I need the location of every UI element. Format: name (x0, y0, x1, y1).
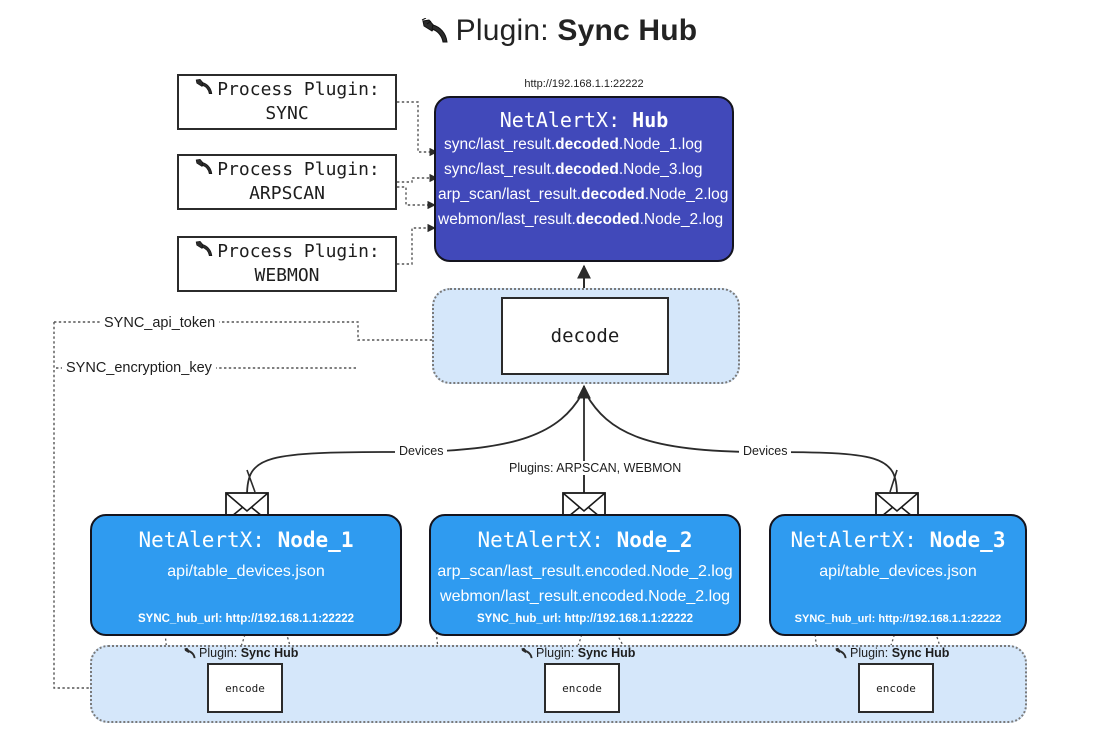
node-title-3: NetAlertX: Node_3 (790, 528, 1006, 552)
process-plugin-label: Process Plugin: (217, 78, 380, 100)
process-plugin-webmon[interactable]: Process Plugin: WEBMON (177, 236, 397, 292)
node-title-2: NetAlertX: Node_2 (477, 528, 693, 552)
encoder-caption-3: Plugin: Sync Hub (834, 646, 949, 662)
encode-box-2[interactable]: encode (544, 663, 620, 713)
encode-label-2: encode (562, 681, 602, 695)
plug-icon (194, 158, 214, 182)
page-title: Plugin: Sync Hub (0, 14, 1117, 52)
plug-icon (194, 78, 214, 102)
decode-box[interactable]: decode (501, 297, 669, 375)
encoder-caption-value-1: Sync Hub (240, 646, 299, 660)
plug-icon (520, 647, 534, 662)
edge-label-devices-left: Devices (395, 444, 448, 458)
encode-label-1: encode (225, 681, 265, 695)
plug-icon (194, 240, 214, 264)
node-title-1: NetAlertX: Node_1 (138, 528, 354, 552)
encoder-caption-2: Plugin: Sync Hub (520, 646, 635, 662)
encoder-caption-value-2: Sync Hub (577, 646, 636, 660)
encode-label-3: encode (876, 681, 916, 695)
hub-log-1: sync/last_result.decoded.Node_1.log (444, 136, 703, 153)
node-footer-3: SYNC_hub_url: http://192.168.1.1:22222 (794, 613, 1002, 625)
process-plugin-sync[interactable]: Process Plugin: SYNC (177, 74, 397, 130)
hub-log-3: arp_scan/last_result.decoded.Node_2.log (438, 186, 729, 204)
encode-box-1[interactable]: encode (207, 663, 283, 713)
edge-label-plugins-center: Plugins: ARPSCAN, WEBMON (505, 461, 686, 475)
node-line-2-1: arp_scan/last_result.encoded.Node_2.log (437, 563, 733, 580)
hub-url: http://192.168.1.1:22222 (524, 78, 644, 90)
plug-icon (420, 17, 450, 52)
node-footer-2: SYNC_hub_url: http://192.168.1.1:22222 (476, 613, 694, 625)
hub-log-2: sync/last_result.decoded.Node_3.log (444, 161, 703, 179)
hub-name: Hub (632, 108, 669, 132)
node-line-1-1: api/table_devices.json (167, 563, 325, 580)
hub-title: NetAlertX: Hub (436, 108, 732, 132)
hub-log-4: webmon/last_result.decoded.Node_2.log (438, 211, 724, 229)
process-plugin-name: WEBMON (254, 265, 320, 286)
hub-app-name: NetAlertX: (499, 108, 621, 132)
token-label-encryption: SYNC_encryption_key (62, 360, 216, 376)
encoder-caption-1: Plugin: Sync Hub (183, 646, 298, 662)
encoder-caption-value-3: Sync Hub (891, 646, 950, 660)
encode-box-3[interactable]: encode (858, 663, 934, 713)
node-box-3[interactable]: NetAlertX: Node_3 api/table_devices.json… (769, 514, 1027, 636)
process-plugin-name: ARPSCAN (249, 183, 325, 204)
node-box-1[interactable]: NetAlertX: Node_1 api/table_devices.json… (90, 514, 402, 636)
process-plugin-label: Process Plugin: (217, 240, 380, 262)
process-plugin-name: SYNC (265, 103, 309, 124)
process-plugin-arpscan[interactable]: Process Plugin: ARPSCAN (177, 154, 397, 210)
edge-label-devices-right: Devices (739, 444, 792, 458)
node-line-3-1: api/table_devices.json (819, 563, 977, 580)
encoder-caption-label-3: Plugin: (850, 646, 889, 660)
encoder-caption-label-2: Plugin: (536, 646, 575, 660)
decode-label: decode (550, 325, 620, 347)
node-line-2-2: webmon/last_result.encoded.Node_2.log (440, 588, 730, 606)
process-plugin-label: Process Plugin: (217, 158, 380, 180)
token-label-api: SYNC_api_token (100, 315, 220, 331)
page-title-label: Plugin: (455, 14, 549, 47)
page-title-value: Sync Hub (557, 14, 698, 47)
plug-icon (834, 647, 848, 662)
plug-icon (183, 647, 197, 662)
node-footer-1: SYNC_hub_url: http://192.168.1.1:22222 (137, 613, 355, 625)
node-box-2[interactable]: NetAlertX: Node_2 arp_scan/last_result.e… (429, 514, 741, 636)
encoder-caption-label-1: Plugin: (199, 646, 238, 660)
hub-box[interactable]: NetAlertX: Hub sync/last_result.decoded.… (434, 96, 734, 262)
